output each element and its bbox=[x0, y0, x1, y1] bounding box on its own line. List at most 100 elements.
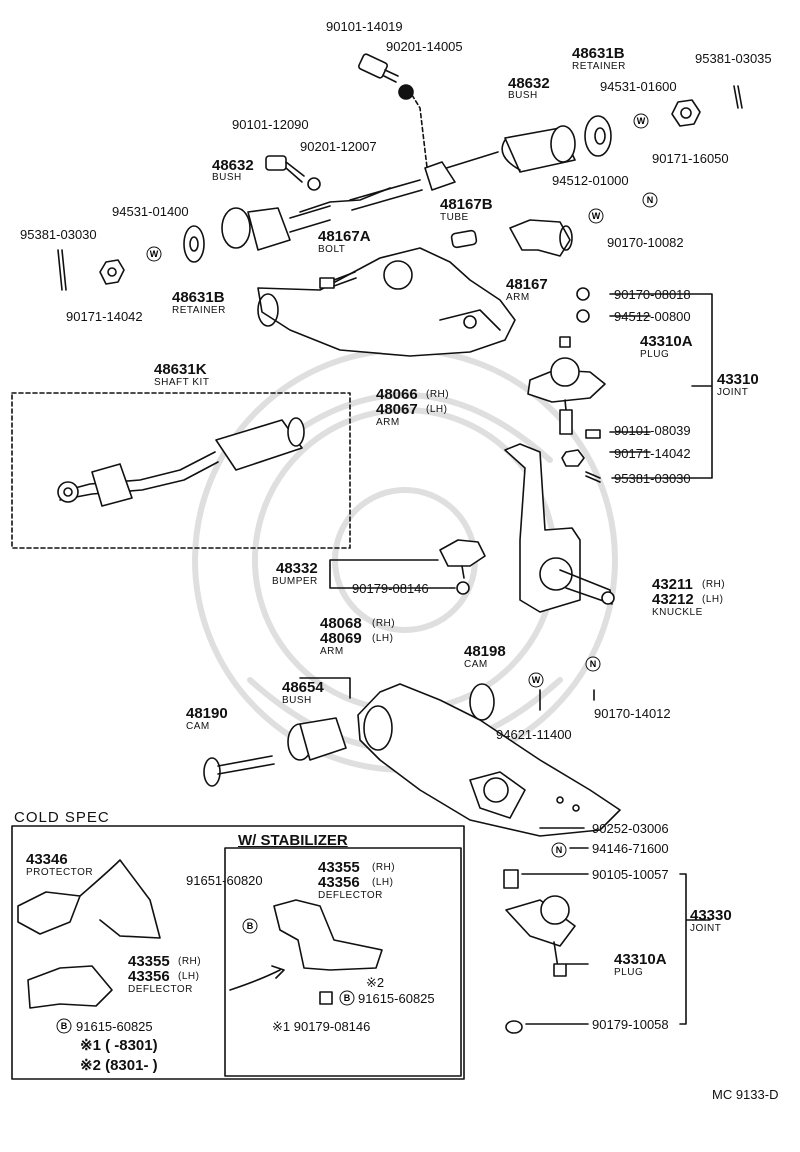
label-43356-inner: 43356 bbox=[318, 874, 360, 891]
label-lh-48067: (LH) bbox=[426, 404, 448, 415]
label-48068: 48068 bbox=[320, 615, 362, 632]
arrow bbox=[229, 965, 285, 991]
label-protector: PROTECTOR bbox=[26, 867, 94, 878]
svg-text:B: B bbox=[247, 921, 254, 931]
bush-48654 bbox=[287, 717, 347, 761]
label-shaft-kit: SHAFT KIT bbox=[154, 377, 210, 388]
label-90252-03006: 90252-03006 bbox=[592, 821, 669, 836]
ball-joint-43330 bbox=[505, 895, 576, 969]
label-90170-10082: 90170-10082 bbox=[607, 235, 684, 250]
label-lh-43212: (LH) bbox=[702, 594, 724, 605]
label-43211: 43211 bbox=[652, 576, 693, 593]
footer-code: MC 9133-D bbox=[712, 1087, 779, 1102]
label-arm-upper: ARM bbox=[376, 417, 400, 428]
retainer-48631b-left bbox=[183, 225, 205, 263]
label-43310a-lower: 43310A bbox=[614, 951, 667, 968]
shaft-kit-box bbox=[11, 392, 351, 549]
label-arm-lower: ARM bbox=[320, 646, 344, 657]
nut-icon-90170-14012: N bbox=[585, 656, 601, 672]
label-rh-43211: (RH) bbox=[702, 579, 726, 590]
label-90101-08039: 90101-08039 bbox=[614, 423, 691, 438]
label-48198: 48198 bbox=[464, 643, 506, 660]
label-94512-00800: 94512-00800 bbox=[614, 309, 691, 324]
label-bush-left: BUSH bbox=[212, 172, 242, 183]
cam-48198 bbox=[469, 683, 495, 721]
label-rh-43355-left: (RH) bbox=[178, 956, 202, 967]
bolt-90179-08146-cold bbox=[319, 991, 333, 1005]
label-48167: 48167 bbox=[506, 276, 548, 293]
label-bumper: BUMPER bbox=[272, 576, 318, 587]
joint-43310-bracket bbox=[609, 293, 713, 479]
svg-text:B: B bbox=[344, 993, 351, 1003]
label-plug-top: PLUG bbox=[640, 349, 670, 360]
label-90101-14019: 90101-14019 bbox=[326, 19, 403, 34]
washer-94512-00800 bbox=[576, 309, 590, 323]
label-retainer-left: RETAINER bbox=[172, 305, 226, 316]
label-48069: 48069 bbox=[320, 630, 362, 647]
label-lh-43356-left: (LH) bbox=[178, 971, 200, 982]
label-43330: 43330 bbox=[690, 907, 732, 924]
svg-text:W: W bbox=[150, 249, 159, 259]
label-90170-08018: 90170-08018 bbox=[614, 287, 691, 302]
label-94512-01000: 94512-01000 bbox=[552, 173, 629, 188]
deflector-43355-inner bbox=[273, 899, 383, 971]
label-arm-48167: ARM bbox=[506, 292, 530, 303]
bolt-90101-08039 bbox=[585, 429, 601, 439]
nut-icon-94146-71600: N bbox=[551, 842, 567, 858]
cold-spec-box bbox=[11, 825, 465, 1080]
svg-text:N: N bbox=[556, 845, 563, 855]
bumper-48332 bbox=[439, 539, 486, 579]
label-lh-43356-inner: (LH) bbox=[372, 877, 394, 888]
note-star2: ※2 (8301- ) bbox=[80, 1057, 158, 1074]
stabilizer-box bbox=[224, 847, 462, 1077]
label-plug-lower: PLUG bbox=[614, 967, 644, 978]
arm-48167 bbox=[509, 219, 573, 257]
label-48167a: 48167A bbox=[318, 228, 371, 245]
bolt-icon-91651-60820: B bbox=[242, 918, 258, 934]
label-48167b: 48167B bbox=[440, 196, 493, 213]
label-90170-14012: 90170-14012 bbox=[594, 706, 671, 721]
label-90171-14042-right: 90171-14042 bbox=[614, 446, 691, 461]
washer-icon-94621-11400: W bbox=[528, 672, 544, 688]
label-48631k: 48631K bbox=[154, 361, 207, 378]
bolt-90105-10057 bbox=[503, 869, 519, 889]
deflector-43355-left bbox=[27, 965, 113, 1009]
label-rh-48068: (RH) bbox=[372, 618, 396, 629]
label-48190: 48190 bbox=[186, 705, 228, 722]
label-94621-11400: 94621-11400 bbox=[496, 727, 572, 742]
nut-90179-08146 bbox=[456, 581, 470, 595]
svg-text:B: B bbox=[61, 1021, 68, 1031]
label-91651-60820: 91651-60820 bbox=[186, 873, 263, 888]
lower-arm-48068 bbox=[357, 683, 621, 837]
label-tube: TUBE bbox=[440, 212, 469, 223]
label-94146-71600: 94146-71600 bbox=[592, 841, 669, 856]
svg-text:W: W bbox=[532, 675, 541, 685]
plug-43310a-top bbox=[559, 336, 571, 348]
svg-text:N: N bbox=[647, 195, 654, 205]
cotter-95381-03035 bbox=[733, 85, 743, 109]
shaft-kit-48631k bbox=[57, 417, 305, 507]
label-48654: 48654 bbox=[282, 679, 324, 696]
label-deflector-inner: DEFLECTOR bbox=[318, 890, 383, 901]
label-43310a-top: 43310A bbox=[640, 333, 693, 350]
label-deflector-left: DEFLECTOR bbox=[128, 984, 193, 995]
label-lh-48069: (LH) bbox=[372, 633, 394, 644]
note-star1: ※1 ( -8301) bbox=[80, 1037, 158, 1054]
washer-icon-90170-10082: N bbox=[642, 192, 658, 208]
label-48631b-top: 48631B bbox=[572, 45, 625, 62]
shaft-rod bbox=[299, 187, 391, 213]
label-90171-16050: 90171-16050 bbox=[652, 151, 729, 166]
label-43355-inner: 43355 bbox=[318, 859, 360, 876]
label-star1-part: ※1 90179-08146 bbox=[272, 1019, 371, 1034]
nut-90179-10058 bbox=[505, 1020, 523, 1034]
label-43356-left: 43356 bbox=[128, 968, 170, 985]
washer-icon-94512-01000: W bbox=[588, 208, 604, 224]
cotter-95381-03030 bbox=[57, 249, 67, 291]
label-48632-top: 48632 bbox=[508, 75, 550, 92]
label-retainer-top: RETAINER bbox=[572, 61, 626, 72]
bolt-icon-91615-60825-left: B bbox=[56, 1018, 72, 1034]
upper-arm-48066 bbox=[257, 247, 516, 357]
label-bolt: BOLT bbox=[318, 244, 346, 255]
bolt-icon-91615-60825-right: B bbox=[339, 990, 355, 1006]
label-95381-03030-top: 95381-03030 bbox=[20, 227, 97, 242]
